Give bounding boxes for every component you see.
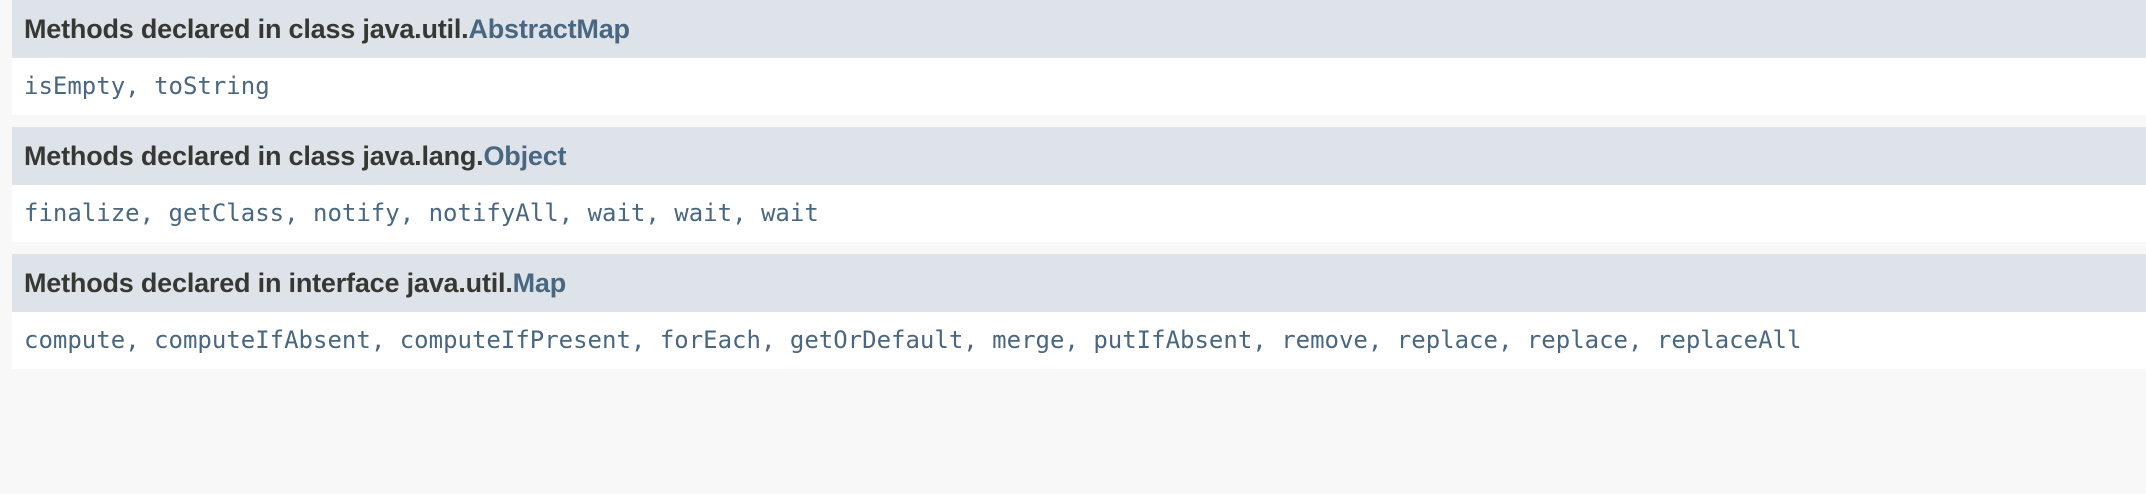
method-separator: , [284, 199, 313, 227]
inherited-methods-header: Methods declared in interface java.util.… [12, 254, 2146, 312]
method-separator: , [630, 326, 660, 354]
method-separator: , [139, 199, 169, 227]
method-separator: , [399, 199, 429, 227]
method-link[interactable]: merge [992, 326, 1065, 354]
method-link[interactable]: wait [760, 199, 819, 227]
method-link[interactable]: notifyAll [428, 199, 559, 227]
inherited-methods-header-prefix: Methods declared in class java.lang. [24, 141, 484, 171]
method-link[interactable]: remove [1281, 326, 1368, 354]
method-separator: , [760, 326, 790, 354]
inherited-methods-section: Methods declared in interface java.util.… [12, 254, 2146, 369]
method-link[interactable]: replace [1396, 326, 1498, 354]
inherited-methods-header: Methods declared in class java.util.Abst… [12, 0, 2146, 58]
inherited-from-interface-link[interactable]: Map [512, 268, 567, 298]
method-separator: , [370, 326, 400, 354]
method-link[interactable]: wait [587, 199, 646, 227]
method-separator: , [558, 199, 588, 227]
inherited-methods-list: finalize, getClass, notify, notifyAll, w… [12, 185, 2146, 242]
method-link[interactable]: replaceAll [1656, 326, 1802, 354]
method-separator: , [1497, 326, 1527, 354]
method-link[interactable]: putIfAbsent [1093, 326, 1253, 354]
method-link[interactable]: finalize [24, 199, 140, 227]
method-link[interactable]: wait [674, 199, 733, 227]
inherited-methods-header-prefix: Methods declared in interface java.util. [24, 268, 513, 298]
method-link[interactable]: getClass [168, 199, 285, 227]
inherited-methods-list: compute, computeIfAbsent, computeIfPrese… [12, 312, 2146, 369]
method-separator: , [125, 72, 155, 100]
method-separator: , [732, 199, 761, 227]
method-link[interactable]: compute [24, 326, 126, 354]
inherited-from-class-link[interactable]: AbstractMap [468, 14, 630, 44]
inherited-methods-list: isEmpty, toString [12, 58, 2146, 115]
method-separator: , [1252, 326, 1282, 354]
inherited-methods-section: Methods declared in class java.util.Abst… [12, 0, 2146, 115]
method-separator: , [963, 326, 993, 354]
inherited-from-class-link[interactable]: Object [483, 141, 567, 171]
method-link[interactable]: getOrDefault [789, 326, 964, 354]
method-link[interactable]: replace [1526, 326, 1629, 354]
method-separator: , [1628, 326, 1657, 354]
method-link[interactable]: toString [154, 72, 270, 100]
method-separator: , [1064, 326, 1094, 354]
method-separator: , [1367, 326, 1397, 354]
method-link[interactable]: forEach [659, 326, 761, 354]
method-separator: , [125, 326, 155, 354]
method-separator: , [645, 199, 675, 227]
method-link[interactable]: isEmpty [24, 72, 126, 100]
inherited-methods-header: Methods declared in class java.lang.Obje… [12, 127, 2146, 185]
inherited-methods-header-prefix: Methods declared in class java.util. [24, 14, 469, 44]
method-link[interactable]: notify [313, 199, 400, 227]
method-link[interactable]: computeIfAbsent [154, 326, 371, 354]
inherited-methods-section: Methods declared in class java.lang.Obje… [12, 127, 2146, 242]
method-link[interactable]: computeIfPresent [399, 326, 631, 354]
